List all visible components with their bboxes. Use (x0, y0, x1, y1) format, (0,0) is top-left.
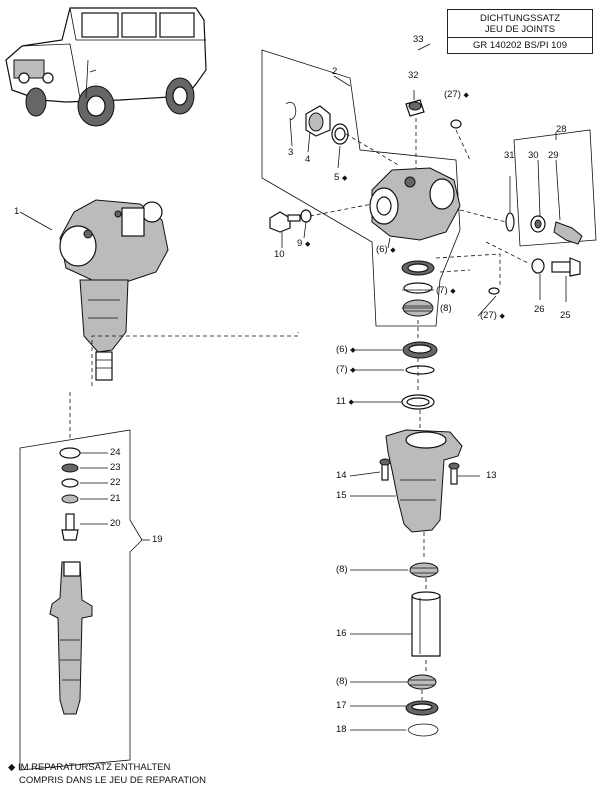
label-19: 19 (152, 534, 163, 545)
valve-seals (401, 119, 500, 317)
label-6-upper: (6) ◆ (376, 244, 396, 255)
assembly-outline-2 (261, 49, 461, 327)
port-fittings (285, 101, 349, 145)
label-21: 21 (110, 493, 121, 504)
label-27-lower: (27) ◆ (480, 310, 505, 321)
label-24: 24 (110, 447, 121, 458)
label-27-upper: (27) ◆ (444, 89, 469, 100)
label-29: 29 (548, 150, 559, 161)
label-30: 30 (528, 150, 539, 161)
side-fittings (505, 212, 583, 277)
label-8-mid: (8) (336, 564, 348, 575)
label-9: 9 ◆ (297, 238, 311, 249)
label-14: 14 (336, 470, 347, 481)
label-10: 10 (274, 249, 285, 260)
footnote-text-fr: COMPRIS DANS LE JEU DE REPARATION (19, 775, 207, 786)
label-8-upper: (8) (440, 303, 452, 314)
label-28: 28 (556, 124, 567, 135)
footnote-line-1: ◆ IM REPARATURSATZ ENTHALTEN (8, 762, 170, 774)
label-16: 16 (336, 628, 347, 639)
pitman-shaft-group (19, 429, 143, 771)
label-1: 1 (14, 206, 20, 217)
vehicle-illustration (5, 7, 207, 127)
label-3: 3 (288, 147, 294, 158)
label-8-lower: (8) (336, 676, 348, 687)
footnote-text-de: IM REPARATURSATZ ENTHALTEN (17, 762, 171, 773)
bearing-housing (379, 429, 463, 533)
kit-title-fr: JEU DE JOINTS (484, 24, 556, 35)
label-25: 25 (560, 310, 571, 321)
lower-column-parts (405, 562, 441, 737)
label-4: 4 (305, 154, 311, 165)
label-5: 5 ◆ (334, 172, 348, 183)
label-11: 11 ◆ (336, 396, 354, 407)
label-33: 33 (413, 34, 424, 45)
dashed-connector-lines (69, 118, 531, 700)
steering-gear-assembly (59, 199, 169, 381)
kit-label-box: DICHTUNGSSATZ JEU DE JOINTS GR 140202 BS… (447, 9, 593, 54)
label-22: 22 (110, 477, 121, 488)
label-15: 15 (336, 490, 347, 501)
valve-housing (369, 99, 461, 241)
label-7-lower: (7) ◆ (336, 364, 356, 375)
leader-lines (19, 43, 567, 731)
kit-title-de: DICHTUNGSSATZ (479, 13, 561, 24)
footnote-line-2: COMPRIS DANS LE JEU DE REPARATION (19, 775, 206, 787)
label-20: 20 (110, 518, 121, 529)
label-23: 23 (110, 462, 121, 473)
kit-part-number: GR 140202 BS/PI 109 (448, 37, 592, 51)
label-2: 2 (332, 66, 338, 77)
label-13: 13 (486, 470, 497, 481)
label-17: 17 (336, 700, 347, 711)
diamond-icon: ◆ (8, 762, 16, 773)
label-26: 26 (534, 304, 545, 315)
label-6-lower: (6) ◆ (336, 344, 356, 355)
label-18: 18 (336, 724, 347, 735)
kit-outline-28 (513, 129, 597, 247)
label-7-upper: (7) ◆ (436, 285, 456, 296)
label-32: 32 (408, 70, 419, 81)
column-seals (401, 341, 438, 410)
label-31: 31 (504, 150, 515, 161)
